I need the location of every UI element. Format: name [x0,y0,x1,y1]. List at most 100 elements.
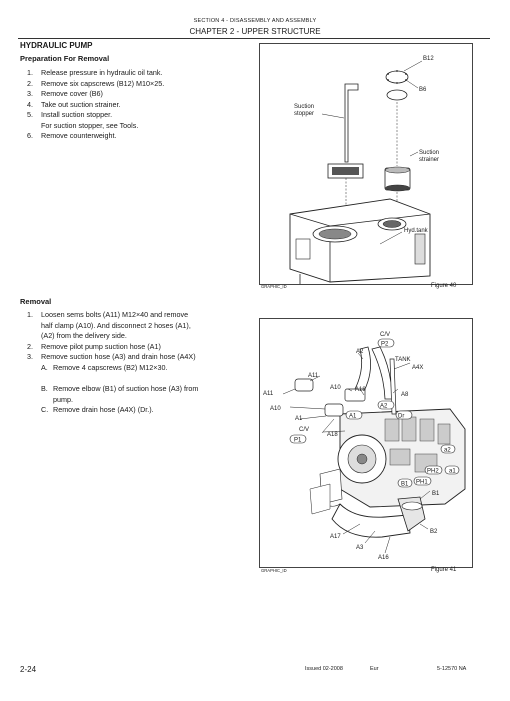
label-a3: A3 [356,545,364,551]
step-text: Remove suction hose (A3) and drain hose … [41,352,196,361]
language-code: Eur [370,666,379,672]
label-a2-right: a2 [444,448,451,454]
label-dr: Dr [398,414,404,420]
label-a11-a: A11 [308,373,319,379]
removal-substep-c: C. Remove drain hose (A4X) (Dr.). [41,405,255,416]
step-text: Install suction stopper. [41,110,113,119]
step-text: half clamp (A10). And disconnect 2 hoses… [41,320,191,330]
removal-steps: 1. Loosen sems bolts (A11) M12×40 and re… [27,310,255,416]
figure-40-caption: Figure 40 [431,283,457,289]
label-a1-left: A1 [295,416,303,422]
label-cv-bottom: C/V [299,427,309,433]
label-b1-tag: B1 [401,482,409,488]
label-cv-top: C/V [380,332,390,338]
document-number: 5-12570 NA [437,666,467,672]
removal-heading: Removal [20,297,52,306]
substep-letter: C. [41,405,49,414]
substep-text: Remove elbow (B1) of suction hose (A3) f… [53,384,199,393]
step-text: Take out suction strainer. [41,99,121,109]
label-b2: B2 [430,529,438,535]
delivery-hose-a1-icon [371,346,393,400]
gasket-ring-icon [386,89,408,101]
step-number: 3. [27,89,33,98]
step-text-continued: For suction stopper, see Tools. [41,120,139,130]
label-a17: A17 [330,534,341,540]
prep-heading: Preparation For Removal [20,54,110,63]
step-number: 5. [27,110,33,119]
removal-step-1: 1. Loosen sems bolts (A11) M12×40 and re… [27,310,255,342]
label-a1-mid: A1 [349,414,357,420]
step-number: 6. [27,131,33,140]
label-suction-strainer-1: Suction [419,150,439,156]
label-a4x: A4X [412,365,423,371]
figure-40-drawing: B12 B6 Suction stopper Suction strainer … [289,56,439,284]
label-a18-b: A18 [327,432,338,438]
removal-step-3: 3. Remove suction hose (A3) and drain hos… [27,352,255,363]
label-ph2: PH2 [427,469,439,475]
substep-text: pump. [53,394,73,404]
figure-41-drawing: C/V P2 A2 TANK A4X A11 A11 A10 A18 A8 A1… [263,332,466,561]
label-suction-stopper-2: stopper [294,111,314,117]
step-number: 1. [27,68,33,77]
label-p2: P2 [381,342,389,348]
step-text: Release pressure in hydraulic oil tank. [41,68,163,77]
substep-text: Remove drain hose (A4X) (Dr.). [53,405,154,414]
label-a10-a: A10 [330,385,341,391]
step-text: (A2) from the delivery side. [41,331,127,340]
cover-plate-icon [385,70,409,84]
prep-step: 1. Release pressure in hydraulic oil tank… [27,68,247,79]
figure-40-box: B12 B6 Suction stopper Suction strainer … [259,43,473,285]
label-suction-strainer-2: strainer [419,157,439,163]
prep-step: 2. Remove six capscrews (B12) M10×25. [27,79,247,90]
substep-text: Remove 4 capscrews (B2) M12×30. [53,362,168,372]
label-a11-b: A11 [263,391,274,397]
label-a8: A8 [401,392,409,398]
label-b12: B12 [423,56,434,62]
label-a10-b: A10 [270,406,281,412]
label-a1-right: a1 [449,469,456,475]
label-a18-a: A18 [355,387,366,393]
label-a2-mid: A2 [380,404,388,410]
substep-letter: B. [41,384,48,393]
label-b6: B6 [419,87,427,93]
step-number: 1. [27,310,33,319]
removal-substep-b: B. Remove elbow (B1) of suction hose (A3)… [41,384,255,405]
prep-steps-list: 1. Release pressure in hydraulic oil tank… [27,68,247,142]
removal-step-2: 2. Remove pilot pump suction hose (A1) [27,342,255,353]
label-a2-top: A2 [356,349,364,355]
suction-hose-icon [331,503,411,538]
header-rule [18,38,490,39]
figure-40-graphic-id: GRAPHIC_ID [261,284,287,289]
label-b1: B1 [432,491,440,497]
label-tank: TANK [395,357,411,363]
half-clamp-icon [324,403,344,417]
removal-substep-a: A.Remove 4 capscrews (B2) M12×30. [41,363,255,374]
label-suction-stopper-1: Suction [294,104,314,110]
step-text: Remove counterweight. [41,131,117,140]
step-number: 2. [27,341,33,351]
step-text: Remove pilot pump suction hose (A1) [41,341,161,351]
label-ph1: PH1 [416,480,428,486]
page-number: 2-24 [20,665,37,674]
suction-stopper-icon [344,83,359,163]
step-number: 3. [27,352,33,361]
prep-step: 6. Remove counterweight. [27,131,247,142]
figure-41-caption: Figure 41 [431,567,457,573]
prep-step: 5. Install suction stopper.For suction st… [27,110,247,131]
figure-41-box: C/V P2 A2 TANK A4X A11 A11 A10 A18 A8 A1… [259,318,473,568]
chapter-header: CHAPTER 2 - UPPER STRUCTURE [189,27,321,36]
label-hyd-tank: Hyd.tank [404,228,429,234]
step-text: Remove cover (B6) [41,89,103,98]
section-header: SECTION 4 - DISASSEMBLY AND ASSEMBLY [193,18,317,24]
page-title: HYDRAULIC PUMP [20,41,93,50]
hydraulic-tank-icon [289,198,431,283]
step-text: Remove six capscrews (B12) M10×25. [41,78,165,88]
figure-41-graphic-id: GRAPHIC_ID [261,568,287,573]
prep-step: 4. Take out suction strainer. [27,100,247,111]
label-p1: P1 [294,438,302,444]
label-a16: A16 [378,555,389,561]
issued-date: Issued 02-2008 [305,666,343,672]
step-number: 4. [27,99,33,109]
step-number: 2. [27,78,33,88]
prep-step: 3. Remove cover (B6) [27,89,247,100]
